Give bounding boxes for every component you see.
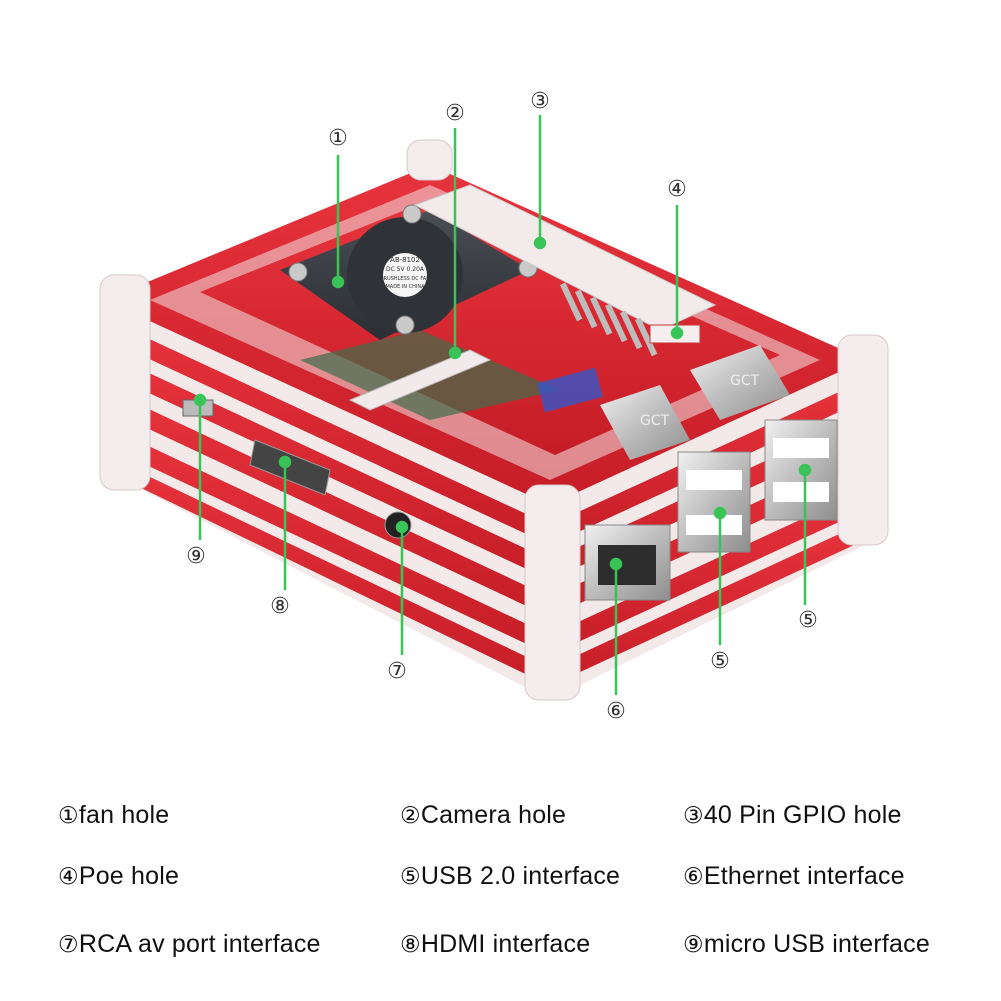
fan-label-line1: AB-8102 — [390, 256, 420, 264]
callout-7: ⑦ — [387, 659, 407, 684]
camera-slot — [348, 349, 492, 411]
usb-brand-left: GCT — [640, 413, 670, 429]
callout-9: ⑨ — [186, 544, 206, 569]
legend-item-camera-hole: ②Camera hole — [400, 801, 566, 830]
legend-mark: ④ — [58, 864, 79, 890]
gpio-slot — [413, 184, 717, 357]
legend-item-micro-usb: ⑨micro USB interface — [683, 930, 930, 959]
fan-label-line4: MADE IN CHINA — [385, 284, 425, 290]
legend-text: RCA av port interface — [78, 930, 321, 958]
legend-text: fan hole — [78, 801, 170, 829]
callout-5b: ⑤ — [798, 608, 818, 633]
legend-item-hdmi: ⑧HDMI interface — [400, 930, 590, 959]
legend-text: Ethernet interface — [703, 862, 905, 890]
callout-6: ⑥ — [606, 699, 626, 724]
raspberry-pi-case-illustration: AB-8102 DC 5V 0.20A BRUSHLESS DC FAN MAD… — [99, 89, 889, 724]
callout-8: ⑧ — [270, 594, 290, 619]
legend-mark: ⑤ — [400, 864, 421, 890]
legend-text: micro USB interface — [703, 930, 930, 958]
legend-item-rca: ⑦RCA av port interface — [58, 930, 321, 959]
ethernet-port — [584, 524, 671, 601]
callout-lines — [193, 115, 812, 695]
legend-item-gpio-hole: ③40 Pin GPIO hole — [683, 801, 902, 830]
legend-mark: ② — [400, 803, 421, 829]
legend-mark: ⑧ — [400, 932, 421, 958]
legend-text: Camera hole — [420, 801, 567, 829]
legend-text: 40 Pin GPIO hole — [703, 801, 902, 829]
fan-label-line2: DC 5V 0.20A — [386, 266, 425, 273]
usb-brand-right: GCT — [730, 373, 760, 389]
callout-3: ③ — [530, 89, 550, 114]
hdmi-port — [249, 439, 331, 496]
legend-mark: ⑨ — [683, 932, 704, 958]
legend-mark: ⑥ — [683, 864, 704, 890]
fan: AB-8102 DC 5V 0.20A BRUSHLESS DC FAN MAD… — [280, 204, 538, 340]
legend-text: Poe hole — [78, 862, 180, 890]
callout-5a: ⑤ — [710, 649, 730, 674]
callout-4: ④ — [667, 177, 687, 202]
fan-label-line3: BRUSHLESS DC FAN — [380, 276, 430, 282]
legend-item-usb: ⑤USB 2.0 interface — [400, 862, 620, 891]
legend-mark: ① — [58, 803, 79, 829]
legend-item-ethernet: ⑥Ethernet interface — [683, 862, 905, 891]
legend-mark: ③ — [683, 803, 704, 829]
legend-item-fan-hole: ①fan hole — [58, 801, 169, 830]
corner-posts — [99, 139, 889, 701]
legend-text: USB 2.0 interface — [420, 862, 621, 890]
callout-numbers: ① ② ③ ④ ⑤ ⑤ ⑥ ⑦ ⑧ ⑨ — [186, 89, 818, 724]
legend-text: HDMI interface — [420, 930, 591, 958]
callout-2: ② — [445, 101, 465, 126]
callout-1: ① — [328, 126, 348, 151]
legend-mark: ⑦ — [58, 932, 79, 958]
legend-item-poe-hole: ④Poe hole — [58, 862, 179, 891]
